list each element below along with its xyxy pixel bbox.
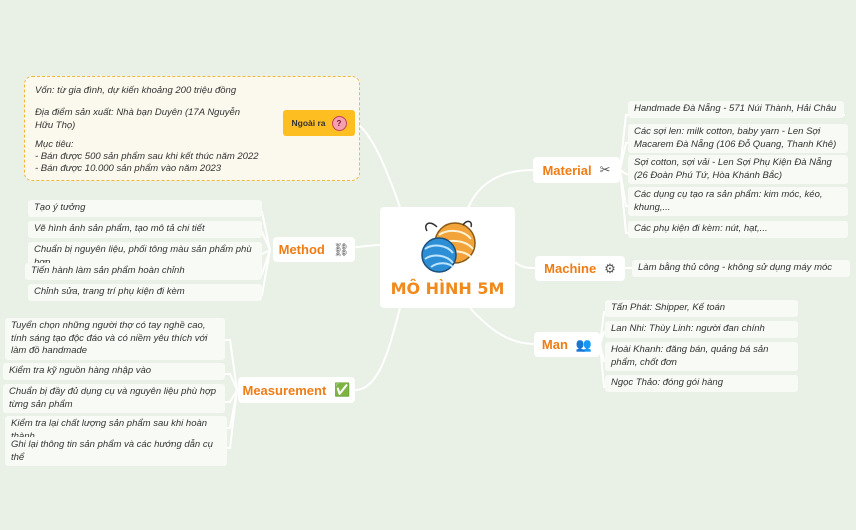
branch-measurement[interactable]: Measurement ✅	[238, 377, 355, 403]
branch-method-label: Method	[278, 242, 325, 257]
note-line-goal-2023: - Bán được 10.000 sản phẩm vào năm 2023	[35, 163, 222, 174]
team-icon: 👥	[575, 336, 593, 352]
gears-icon: ⚙	[604, 260, 616, 276]
branch-man[interactable]: Man 👥	[534, 332, 600, 357]
central-topic-title: MÔ HÌNH 5M	[390, 279, 505, 298]
measurement-item[interactable]: Chuẩn bị đầy đủ dụng cụ và nguyên liệu p…	[3, 384, 225, 413]
branch-material-label: Material	[542, 162, 592, 178]
note-line-goal-title: Mục tiêu:	[35, 139, 74, 150]
branch-method[interactable]: Method ⛓	[273, 237, 355, 262]
branch-material[interactable]: Material ✂	[533, 157, 620, 183]
central-topic[interactable]: MÔ HÌNH 5M	[380, 207, 515, 308]
measurement-item[interactable]: Kiểm tra kỹ nguồn hàng nhập vào	[3, 363, 225, 380]
question-search-icon: ?	[331, 115, 347, 131]
note-line-location: Địa điểm sản xuất: Nhà bạn Duyên (17A Ng…	[35, 107, 241, 131]
material-item[interactable]: Các phụ kiện đi kèm: nút, hạt,...	[628, 221, 848, 238]
measurement-item[interactable]: Tuyển chọn những người thợ có tay nghề c…	[5, 318, 225, 360]
method-item[interactable]: Tạo ý tưởng	[28, 200, 262, 217]
branch-machine-label: Machine	[544, 261, 597, 276]
ngoai-ra-topic[interactable]: Ngoài ra ?	[283, 110, 355, 136]
method-item[interactable]: Chỉnh sửa, trang trí phụ kiện đi kèm	[28, 284, 262, 301]
branch-measurement-label: Measurement	[242, 382, 327, 398]
flowchart-icon: ⛓	[332, 241, 350, 257]
man-item[interactable]: Hoài Khanh: đăng bán, quảng bá sản phẩm,…	[605, 342, 798, 371]
branch-machine[interactable]: Machine ⚙	[535, 256, 625, 281]
man-item[interactable]: Lan Nhi: Thùy Linh: người đan chính	[605, 321, 798, 338]
branch-man-label: Man	[541, 337, 568, 352]
measurement-item[interactable]: Ghi lại thông tin sản phẩm và các hướng …	[5, 437, 227, 466]
material-item[interactable]: Các sợi len: milk cotton, baby yarn - Le…	[628, 124, 848, 153]
ngoai-ra-label: Ngoài ra	[291, 118, 326, 128]
method-item[interactable]: Vẽ hình ảnh sản phẩm, tạo mô tả chi tiết	[28, 221, 262, 238]
machine-item[interactable]: Làm bằng thủ công - không sử dụng máy mó…	[632, 260, 850, 277]
material-item[interactable]: Handmade Đà Nẵng - 571 Núi Thành, Hải Ch…	[628, 101, 844, 118]
note-line-goal-2022: - Bán được 500 sản phẩm sau khi kết thúc…	[35, 151, 259, 162]
material-item[interactable]: Sợi cotton, sợi vải - Len Sợi Phụ Kiện Đ…	[628, 155, 848, 184]
checklist-icon: ✅	[334, 382, 351, 397]
man-item[interactable]: Tấn Phát: Shipper, Kế toán	[605, 300, 798, 317]
scissors-icon: ✂	[599, 162, 611, 177]
man-item[interactable]: Ngọc Thảo: đóng gói hàng	[605, 375, 798, 392]
note-line-capital: Vốn: từ gia đình, dự kiến khoảng 200 tri…	[35, 85, 237, 96]
method-item[interactable]: Tiến hành làm sản phẩm hoàn chỉnh	[25, 263, 262, 280]
yarn-balls-icon	[420, 220, 476, 273]
material-item[interactable]: Các dụng cụ tạo ra sản phẩm: kim móc, ké…	[628, 187, 848, 216]
